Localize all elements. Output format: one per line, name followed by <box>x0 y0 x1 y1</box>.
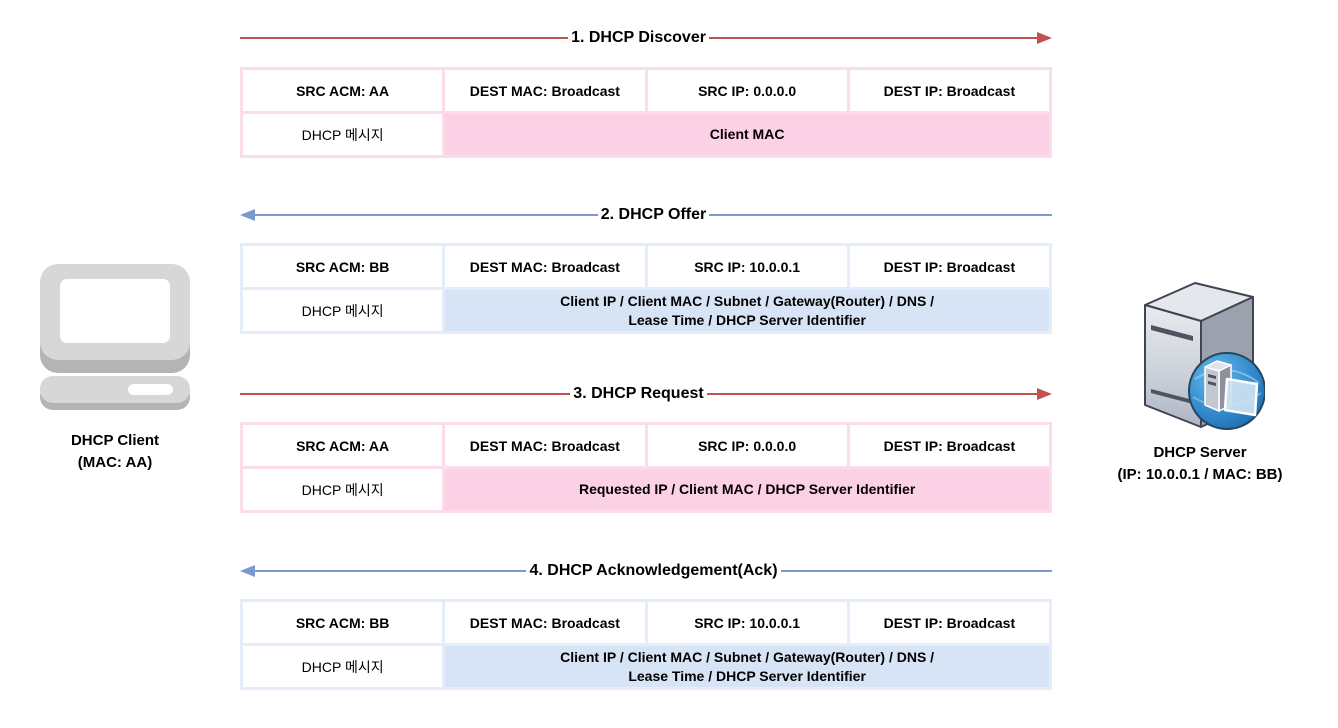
dest-ip-cell: DEST IP: Broadcast <box>849 602 1049 643</box>
arrow-line <box>780 570 1052 572</box>
step-dhcp-request: 3. DHCP Request SRC ACM: AA DEST MAC: Br… <box>240 383 1052 513</box>
dest-ip-cell: DEST IP: Broadcast <box>849 425 1049 466</box>
dest-mac-cell: DEST MAC: Broadcast <box>445 425 645 466</box>
dhcp-client-endpoint: DHCP Client (MAC: AA) <box>36 263 194 474</box>
dest-mac-cell: DEST MAC: Broadcast <box>445 70 645 111</box>
arrowhead-right-icon <box>1037 32 1052 44</box>
arrow-line <box>255 214 598 216</box>
server-label: DHCP Server (IP: 10.0.0.1 / MAC: BB) <box>1098 442 1302 486</box>
arrow-line <box>255 570 527 572</box>
step-title: 2. DHCP Offer <box>600 206 707 223</box>
arrow-line <box>240 393 571 395</box>
src-mac-cell: SRC ACM: AA <box>243 425 443 466</box>
dhcp-message-label-cell: DHCP 메시지 <box>243 469 443 510</box>
dhcp-message-content-cell: Requested IP / Client MAC / DHCP Server … <box>445 469 1049 510</box>
dhcp-message-label-cell: DHCP 메시지 <box>243 646 443 687</box>
offer-arrow: 2. DHCP Offer <box>240 204 1053 226</box>
arrowhead-right-icon <box>1037 388 1052 400</box>
src-ip-cell: SRC IP: 10.0.0.1 <box>647 602 847 643</box>
arrow-line <box>708 37 1037 39</box>
step-dhcp-discover: 1. DHCP Discover SRC ACM: AA DEST MAC: B… <box>240 27 1052 158</box>
client-label: DHCP Client (MAC: AA) <box>36 430 194 474</box>
arrowhead-left-icon <box>240 565 255 577</box>
src-mac-cell: SRC ACM: BB <box>243 246 443 287</box>
dhcp-server-endpoint: DHCP Server (IP: 10.0.0.1 / MAC: BB) <box>1098 275 1302 486</box>
dest-ip-cell: DEST IP: Broadcast <box>849 246 1049 287</box>
client-subtitle: (MAC: AA) <box>77 454 153 471</box>
arrow-line <box>240 37 569 39</box>
dhcp-message-content-cell: Client IP / Client MAC / Subnet / Gatewa… <box>445 290 1049 331</box>
dhcp-message-label-cell: DHCP 메시지 <box>243 114 443 155</box>
src-mac-cell: SRC ACM: AA <box>243 70 443 111</box>
arrow-line <box>706 393 1037 395</box>
step-title: 4. DHCP Acknowledgement(Ack) <box>529 562 778 579</box>
discover-arrow: 1. DHCP Discover <box>240 27 1052 49</box>
step-title: 3. DHCP Request <box>573 385 704 402</box>
dhcp-message-label-cell: DHCP 메시지 <box>243 290 443 331</box>
dest-mac-cell: DEST MAC: Broadcast <box>445 602 645 643</box>
request-packet-table: SRC ACM: AA DEST MAC: Broadcast SRC IP: … <box>240 422 1052 513</box>
dest-ip-cell: DEST IP: Broadcast <box>849 70 1049 111</box>
dest-mac-cell: DEST MAC: Broadcast <box>445 246 645 287</box>
ack-arrow: 4. DHCP Acknowledgement(Ack) <box>240 560 1052 582</box>
server-title: DHCP Server <box>1153 444 1247 461</box>
dhcp-message-content-cell: Client MAC <box>445 114 1049 155</box>
arrowhead-left-icon <box>240 209 255 221</box>
step-title: 1. DHCP Discover <box>571 29 706 46</box>
offer-packet-table: SRC ACM: BB DEST MAC: Broadcast SRC IP: … <box>240 243 1052 334</box>
src-ip-cell: SRC IP: 10.0.0.1 <box>647 246 847 287</box>
discover-packet-table: SRC ACM: AA DEST MAC: Broadcast SRC IP: … <box>240 67 1052 158</box>
step-dhcp-ack: 4. DHCP Acknowledgement(Ack) SRC ACM: BB… <box>240 560 1052 690</box>
computer-icon <box>40 264 190 410</box>
src-ip-cell: SRC IP: 0.0.0.0 <box>647 425 847 466</box>
arrow-line <box>709 214 1053 216</box>
src-mac-cell: SRC ACM: BB <box>243 602 443 643</box>
request-arrow: 3. DHCP Request <box>240 383 1052 405</box>
client-title: DHCP Client <box>70 432 160 449</box>
src-ip-cell: SRC IP: 0.0.0.0 <box>647 70 847 111</box>
step-dhcp-offer: 2. DHCP Offer SRC ACM: BB DEST MAC: Broa… <box>240 204 1053 334</box>
server-subtitle: (IP: 10.0.0.1 / MAC: BB) <box>1117 466 1283 483</box>
server-globe-icon <box>1144 282 1265 430</box>
dhcp-message-content-cell: Client IP / Client MAC / Subnet / Gatewa… <box>445 646 1049 687</box>
ack-packet-table: SRC ACM: BB DEST MAC: Broadcast SRC IP: … <box>240 599 1052 690</box>
